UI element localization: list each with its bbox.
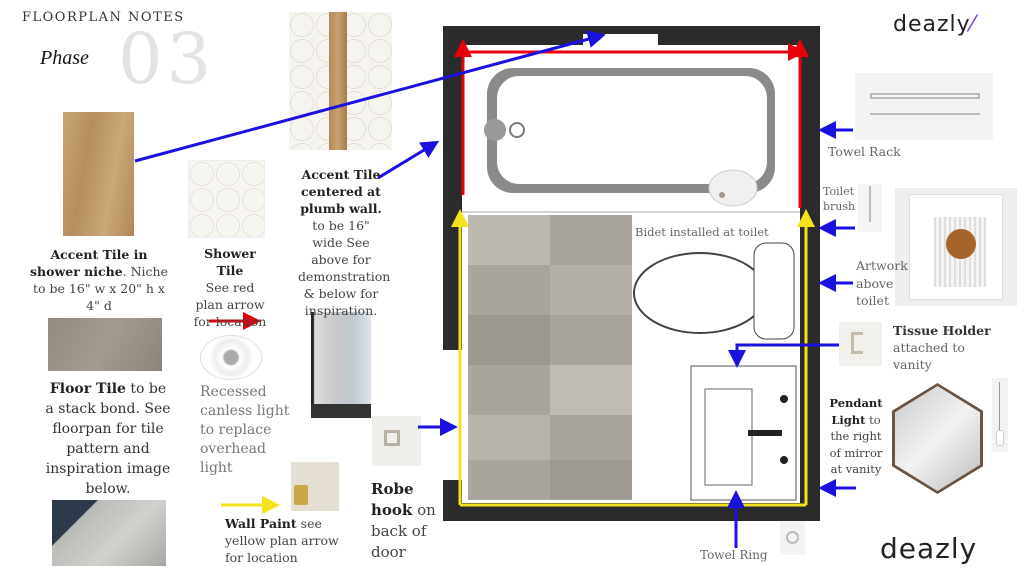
- hexagon-mirror-image: [892, 383, 983, 494]
- floor-inspiration-photo: [52, 500, 166, 566]
- note-recessed-light: Recessed canless light to replace overhe…: [200, 384, 290, 476]
- vanity-sink: [704, 388, 753, 486]
- toilet-brush-image: [858, 184, 882, 232]
- faucet: [748, 430, 782, 436]
- floor-tiles: [468, 215, 632, 500]
- note-bidet: Bidet installed at toilet: [635, 225, 769, 239]
- note-pendant-light: Pendant Light to the right of mirror at …: [829, 396, 883, 476]
- note-wall-paint: Wall Paint see yellow plan arrow for loc…: [225, 516, 339, 565]
- artwork-image: [895, 188, 1017, 306]
- note-towel-rack: Towel Rack: [828, 144, 901, 159]
- robe-hook-image: [372, 416, 421, 466]
- tub-drain: [484, 119, 506, 141]
- note-accent-tile-plumb: Accent Tile centered at plumb wall. to b…: [298, 167, 391, 318]
- toilet: [633, 242, 795, 340]
- bidet-attachment: [708, 169, 758, 207]
- towel-ring-image: [780, 517, 805, 555]
- hex-shower-tile-swatch: [188, 160, 265, 238]
- wood-strip: [329, 12, 347, 150]
- wood-accent-tile-swatch: [63, 112, 134, 236]
- accent-tile-demo-image: [289, 12, 392, 150]
- phase-script: Phase: [40, 47, 89, 69]
- paint-can-icon: [294, 485, 308, 505]
- door-gap: [443, 350, 463, 480]
- note-artwork: Artwork above toilet: [856, 258, 908, 308]
- bathtub-basin: [497, 76, 767, 184]
- artwork-sun: [946, 229, 976, 259]
- shower-inspiration-photo: [311, 312, 371, 418]
- page-title: FLOORPLAN NOTES: [22, 10, 185, 25]
- wall-paint-swatch: [291, 462, 339, 511]
- phase-number: 03: [118, 18, 216, 100]
- blue-callout-arrows: [134, 30, 856, 548]
- logo-top: deazly⁄: [893, 12, 976, 37]
- logo-bottom: deazly: [880, 532, 978, 565]
- floor-tile-swatch: [48, 318, 162, 371]
- recessed-light-image: [200, 335, 262, 380]
- note-floor-tile: Floor Tile to be a stack bond. See floor…: [45, 381, 171, 497]
- tissue-holder-image: [839, 322, 882, 366]
- note-accent-tile-niche: Accent Tile in shower niche. Niche to be…: [30, 247, 168, 313]
- towel-rack-image: [855, 73, 993, 140]
- pendant-light-image: [992, 378, 1008, 452]
- note-toilet-brush: Toilet brush: [823, 185, 856, 213]
- note-towel-ring: Towel Ring: [700, 548, 768, 562]
- tub-valve: [509, 122, 525, 138]
- note-robe-hook: Robe hook on back of door: [371, 480, 436, 561]
